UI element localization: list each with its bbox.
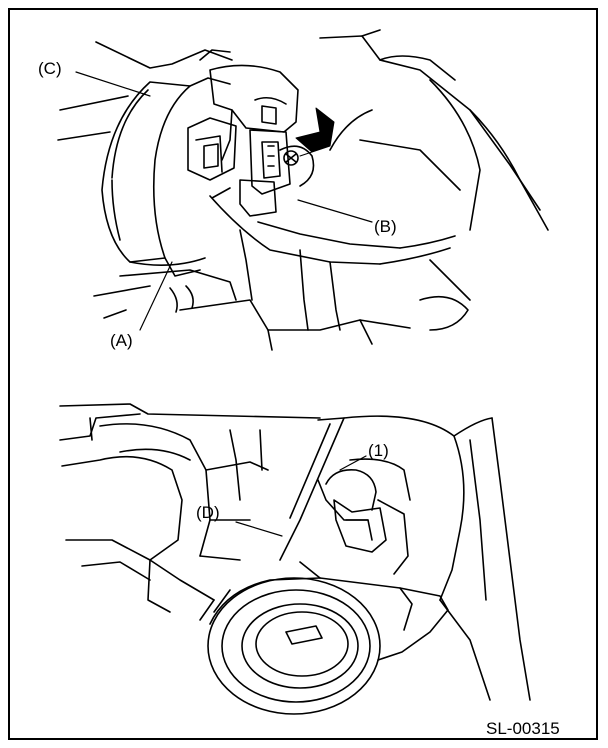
label-c: (C): [38, 59, 62, 78]
bottom-illustration: [59, 403, 531, 715]
figure-code: SL-00315: [486, 719, 560, 738]
arrow-indicator: [295, 107, 335, 157]
top-illustration: [57, 29, 549, 351]
label-a: (A): [110, 331, 133, 350]
label-d: (D): [196, 503, 220, 522]
label-1: (1): [368, 441, 389, 460]
figure-frame: [8, 8, 598, 740]
label-b: (B): [374, 217, 397, 236]
